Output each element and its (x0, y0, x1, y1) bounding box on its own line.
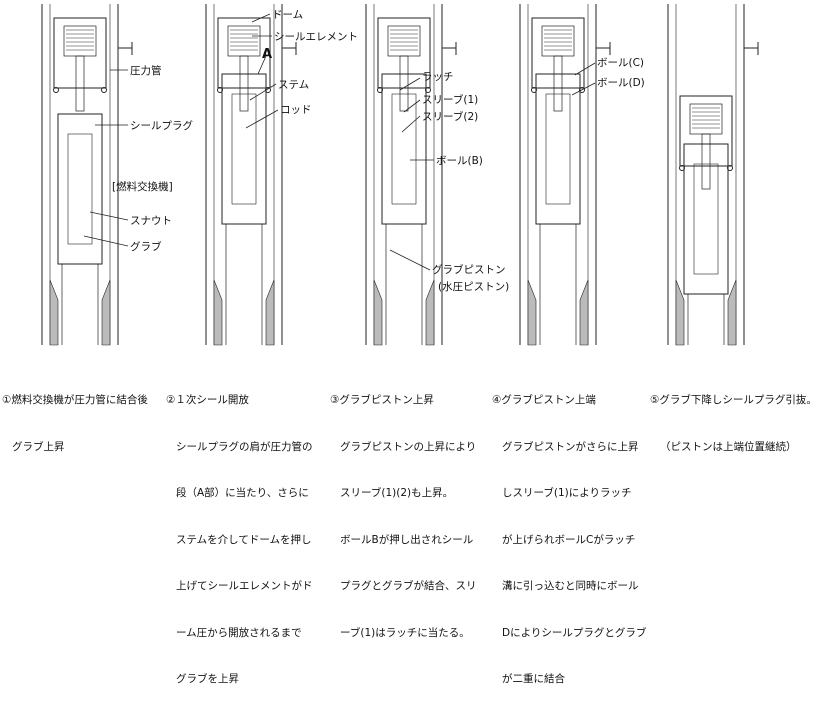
grab (57, 113, 103, 265)
step-3-line: スリーブ(1)(2)も上昇。 (340, 487, 454, 499)
step-5-title: ⑤グラブ下降しシールプラグ引抜。 (650, 394, 817, 406)
snout-hatch (213, 279, 223, 346)
step-3-title: ③グラブピストン上昇 (330, 394, 434, 406)
step-3-caption: ③グラブピストン上昇 グラブピストンの上昇により スリーブ(1)(2)も上昇。 … (330, 362, 477, 657)
step-2-line: ーム圧から開放されるまで (176, 626, 302, 639)
label-pressure-tube: 圧力管 (130, 64, 162, 77)
label-seal-element: シールエレメント (274, 31, 358, 43)
snout-hatch (49, 279, 59, 346)
step-4-line: Dによりシールプラグとグラブ (502, 626, 647, 639)
snout-hatch (425, 279, 435, 346)
dome (689, 103, 723, 135)
dome (387, 25, 421, 57)
refueling-sequence-diagram: 圧力管 シールプラグ [燃料交換機] スナウト グラブ ドーム シールエレメント… (41, 4, 759, 346)
grab (535, 73, 581, 225)
leader-lines (83, 13, 596, 271)
label-sleeve1: スリーブ(1) (422, 93, 478, 106)
grab (221, 73, 267, 225)
ball (101, 87, 107, 93)
step-3-line: グラブピストンの上昇により (340, 440, 477, 453)
stem (399, 55, 409, 112)
snout-hatch (373, 279, 383, 346)
stem (239, 55, 249, 112)
step-5-line: （ピストンは上端位置継続） (660, 440, 797, 453)
grab-piston (693, 163, 719, 275)
grab-piston (67, 133, 93, 245)
snout-hatch (675, 279, 685, 346)
snout-hatch (527, 279, 537, 346)
grab-piston (545, 93, 571, 205)
snout-hatch (579, 279, 589, 346)
grab-piston (231, 93, 257, 205)
grab-piston (391, 93, 417, 205)
label-fuel-machine: [燃料交換機] (112, 180, 173, 193)
step-1-line: グラブ上昇 (12, 440, 65, 453)
step-4-line: が上げられボールCがラッチ (502, 533, 636, 546)
label-hydraulic-piston: (水圧ピストン) (438, 281, 509, 293)
step-3-line: ーブ(1)はラッチに当たる。 (340, 626, 470, 639)
step-3-line: プラグとグラブが結合、スリ (340, 580, 477, 592)
step-4-line: グラブピストンがさらに上昇 (502, 440, 639, 453)
snout-hatch (727, 279, 737, 346)
step-2-line: 段（A部）に当たり、さらに (176, 487, 309, 499)
stem (553, 55, 563, 112)
step-1-caption: ①燃料交換機が圧力管に結合後 グラブ上昇 (2, 362, 148, 471)
label-sleeve2: スリーブ(2) (422, 110, 478, 123)
label-seal-plug: シールプラグ (130, 119, 193, 132)
seal-plug-body (53, 17, 107, 89)
step-4-title: ④グラブピストン上端 (492, 394, 596, 406)
dome (541, 25, 575, 57)
step-4-line: しスリーブ(1)によりラッチ (502, 487, 632, 499)
label-dome: ドーム (272, 9, 303, 21)
step-2-title: ②１次シール開放 (166, 394, 249, 406)
grab (381, 73, 427, 225)
stem (701, 133, 711, 190)
step-2-line: シールプラグの肩が圧力管の (176, 440, 313, 453)
label-grab: グラブ (130, 240, 162, 253)
seal-plug-body (679, 95, 733, 167)
snout-hatch (265, 279, 275, 346)
step-4-line: が二重に結合 (502, 673, 565, 685)
label-snout: スナウト (130, 215, 172, 227)
dome (227, 25, 261, 57)
dome (63, 25, 97, 57)
stem (75, 55, 85, 112)
label-grab-piston: グラブピストン (432, 263, 506, 276)
step-2-line: ステムを介してドームを押し (176, 533, 312, 546)
seal-plug-body (217, 17, 271, 89)
step-2-line: 上げてシールエレメントがド (176, 580, 313, 592)
label-ball-d: ボール(D) (597, 77, 645, 89)
step-2-line: グラブを上昇 (176, 673, 239, 685)
grab (683, 143, 729, 295)
step-4-caption: ④グラブピストン上端 グラブピストンがさらに上昇 しスリーブ(1)によりラッチ … (492, 362, 646, 703)
label-stem: ステム (278, 79, 309, 91)
step-5-caption: ⑤グラブ下降しシールプラグ引抜。 （ピストンは上端位置継続） (650, 362, 817, 471)
snout-hatch (101, 279, 111, 346)
assemblies (41, 4, 759, 346)
label-ball-b: ボール(B) (436, 155, 483, 167)
label-latch: ラッチ (422, 71, 454, 83)
step-1-title: ①燃料交換機が圧力管に結合後 (2, 394, 148, 406)
ball (53, 87, 59, 93)
step-3-line: ボールBが押し出されシール (340, 533, 474, 546)
label-rod: ロッド (280, 104, 312, 116)
step-2-caption: ②１次シール開放 シールプラグの肩が圧力管の 段（A部）に当たり、さらに ステム… (166, 362, 313, 703)
label-part-a: A (262, 47, 272, 62)
step-4-line: 溝に引っ込むと同時にボール (502, 580, 639, 592)
label-ball-c: ボール(C) (597, 57, 644, 69)
seal-plug-body (531, 17, 585, 89)
